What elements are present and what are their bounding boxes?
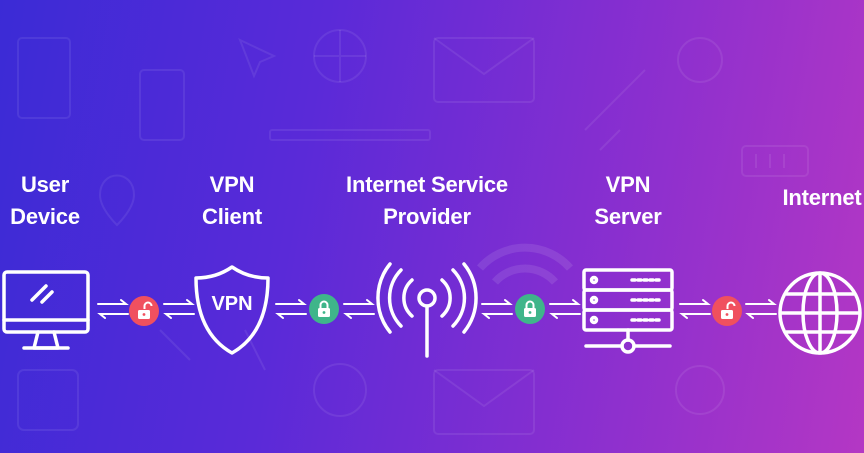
label-vpn-client-line2: Client (202, 204, 262, 229)
label-internet-line1: Internet (782, 185, 862, 210)
server-icon (582, 268, 674, 354)
arrows-icon (163, 299, 195, 319)
lock-icon (309, 294, 339, 324)
label-isp: Internet Service Provider (346, 169, 508, 233)
monitor-icon (2, 270, 90, 350)
shield-icon: VPN (194, 265, 270, 355)
label-vpn-client: VPN Client (202, 169, 262, 233)
arrows-icon (275, 299, 307, 319)
unlocked-badge (712, 296, 742, 326)
label-isp-line2: Provider (383, 204, 471, 229)
label-user-device: User Device (10, 169, 80, 233)
label-vpn-server: VPN Server (594, 169, 662, 233)
antenna-icon (376, 262, 478, 358)
arrows-icon (745, 299, 777, 319)
shield-text: VPN (211, 293, 252, 315)
arrows-icon (679, 299, 711, 319)
arrows-icon (549, 299, 581, 319)
label-isp-line1: Internet Service (346, 172, 508, 197)
globe-icon (778, 271, 862, 355)
arrows-icon (481, 299, 513, 319)
unlock-icon (712, 296, 742, 326)
label-vpn-server-line1: VPN (605, 172, 651, 197)
arrows-icon (97, 299, 129, 319)
label-internet: Internet (782, 182, 861, 214)
lock-icon (515, 294, 545, 324)
arrows-icon (343, 299, 375, 319)
label-user-device-line2: Device (10, 204, 80, 229)
unlocked-badge (129, 296, 159, 326)
label-vpn-client-line1: VPN (209, 172, 255, 197)
label-user-device-line1: User (20, 172, 70, 197)
label-vpn-server-line2: Server (594, 204, 662, 229)
locked-badge (309, 294, 339, 324)
unlock-icon (129, 296, 159, 326)
locked-badge (515, 294, 545, 324)
